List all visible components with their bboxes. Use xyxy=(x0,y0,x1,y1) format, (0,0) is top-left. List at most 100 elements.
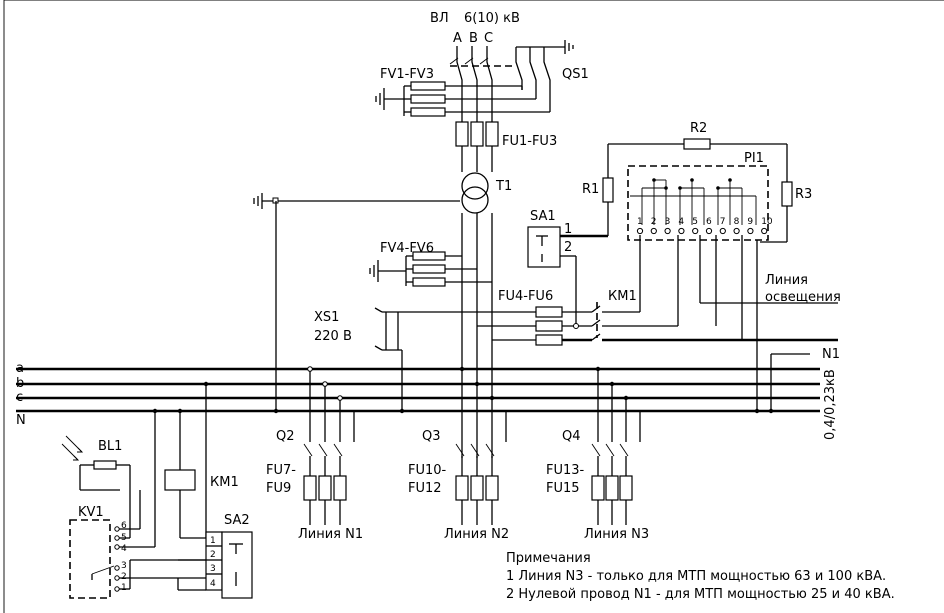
pi1-terminal-label: 10 xyxy=(761,217,773,227)
q4-label: Q4 xyxy=(562,429,581,444)
qs1-disconnector xyxy=(449,40,574,90)
pi1-terminal-label: 4 xyxy=(678,217,684,227)
sa2-pin4: 4 xyxy=(210,579,216,589)
lv-phase-wires xyxy=(461,213,493,458)
r1-label: R1 xyxy=(582,182,599,197)
xs1-socket xyxy=(374,307,462,411)
voltage-label: 6(10) кВ xyxy=(464,11,520,26)
lighting-label-2: освещения xyxy=(765,290,841,305)
fu10-label-b: FU12 xyxy=(408,481,442,496)
sa2-label: SA2 xyxy=(224,513,250,528)
kv1-pin6: 6 xyxy=(121,521,127,531)
pi1-label: PI1 xyxy=(744,151,764,166)
sa2-switch xyxy=(177,384,253,599)
kv1-pin2: 2 xyxy=(121,572,127,582)
phase-b-label: B xyxy=(469,31,478,46)
fv4-fv6-arresters xyxy=(369,251,492,287)
r2-resistor xyxy=(608,138,787,150)
pi1-terminal xyxy=(761,227,768,235)
qs1-label: QS1 xyxy=(562,67,589,82)
kv1-terminals xyxy=(91,411,206,592)
busbars xyxy=(16,367,820,413)
pi1-terminal xyxy=(678,227,685,235)
sa2-pin2: 2 xyxy=(210,550,216,560)
pi1-terminal xyxy=(650,227,657,235)
line-n1-label: Линия N1 xyxy=(298,527,363,542)
bus-c-label: c xyxy=(16,390,23,405)
feeder-q4 xyxy=(591,366,641,525)
pi1-terminal xyxy=(747,227,754,235)
t1-transformer xyxy=(461,172,489,214)
pi1-terminal xyxy=(705,227,713,235)
pi1-terminal-label: 6 xyxy=(706,217,712,227)
pi1-terminal xyxy=(733,227,740,235)
sa1-pin1: 1 xyxy=(564,222,572,237)
sa1-label: SA1 xyxy=(530,209,556,224)
r1-resistor xyxy=(602,144,614,236)
kv1-relay-box xyxy=(69,519,111,599)
r2-label: R2 xyxy=(690,121,707,136)
notes-title: Примечания xyxy=(506,551,591,566)
sa2-pin3: 3 xyxy=(210,564,216,574)
lighting-label-1: Линия xyxy=(765,273,808,288)
r3-label: R3 xyxy=(795,187,812,202)
hv-phase-wires xyxy=(456,46,493,172)
n1-output xyxy=(770,353,810,411)
fu4-fu6-label: FU4-FU6 xyxy=(498,289,553,304)
fu1-fu3-fuses xyxy=(455,121,499,147)
kv1-pin4: 4 xyxy=(121,544,127,554)
phase-a-label: A xyxy=(453,31,462,46)
sa1-switch xyxy=(527,226,608,329)
line-n2-label: Линия N2 xyxy=(444,527,509,542)
fu7-label-b: FU9 xyxy=(266,481,291,496)
fu7-label-a: FU7- xyxy=(266,463,296,478)
note-2: 2 Нулевой провод N1 - для МТП мощностью … xyxy=(506,587,895,602)
fu13-label-a: FU13- xyxy=(546,463,585,478)
xs1-label: XS1 xyxy=(314,310,339,325)
kv1-pin3: 3 xyxy=(121,561,127,571)
fu4-fu6-fuses xyxy=(462,302,601,346)
kv1-pin1: 1 xyxy=(121,583,127,593)
q2-label: Q2 xyxy=(276,429,295,444)
km1-coil-label: КМ1 xyxy=(210,475,239,490)
v220-label: 220 В xyxy=(314,329,352,344)
pi1-terminal xyxy=(692,227,699,235)
pi1-terminal-label: 9 xyxy=(747,217,753,227)
feeder-q2 xyxy=(303,366,355,525)
n1-right-label: N1 xyxy=(822,347,840,362)
bus-a-label: a xyxy=(16,361,24,376)
bus-n-label: N xyxy=(16,413,26,428)
pi1-terminal-label: 8 xyxy=(734,217,740,227)
bus-b-label: b xyxy=(16,376,24,391)
bl1-label: BL1 xyxy=(98,439,122,454)
kv1-pin5: 5 xyxy=(121,533,127,543)
pi1-terminal-label: 1 xyxy=(637,217,643,227)
fu10-label-a: FU10- xyxy=(408,463,447,478)
bus-junctions xyxy=(152,366,774,414)
bus-voltage-label: 0,4/0,23кВ xyxy=(823,369,838,440)
pi1-terminal xyxy=(719,227,726,235)
t1-label: T1 xyxy=(495,179,512,194)
pi1-terminal xyxy=(664,227,671,235)
lighting-line xyxy=(602,235,838,411)
fu1-fu3-label: FU1-FU3 xyxy=(502,134,557,149)
kv1-label: KV1 xyxy=(78,505,104,520)
transformer-ground xyxy=(253,193,460,411)
km1-contact-label: КМ1 xyxy=(608,289,637,304)
pi1-terminal-label: 2 xyxy=(651,217,657,227)
bl1-photosensor xyxy=(61,435,131,538)
q3-label: Q3 xyxy=(422,429,441,444)
fv1-fv3-arresters xyxy=(375,81,551,117)
fu13-label-b: FU15 xyxy=(546,481,580,496)
phase-c-label: C xyxy=(484,31,493,46)
feeder-q3 xyxy=(455,411,507,525)
pi1-terminal xyxy=(636,227,644,235)
pi1-terminal-label: 5 xyxy=(692,217,698,227)
line-n3-label: Линия N3 xyxy=(584,527,649,542)
r3-resistor xyxy=(760,144,793,243)
pi1-terminal-label: 3 xyxy=(665,217,671,227)
pi1-meter-box xyxy=(627,165,769,241)
pi1-terminal-label: 7 xyxy=(720,217,726,227)
